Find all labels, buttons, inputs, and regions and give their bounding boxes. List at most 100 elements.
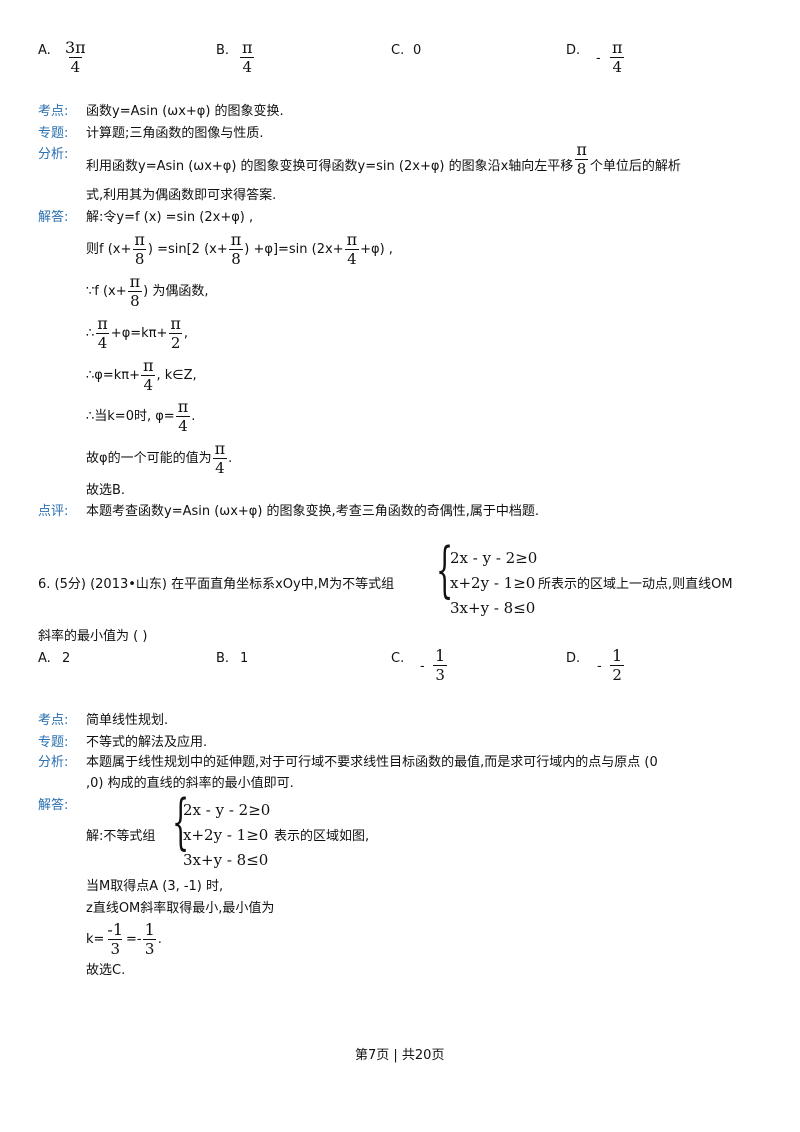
- q5-s4-den2: 2: [168, 333, 183, 352]
- q5-option-b-numerator: π: [242, 38, 253, 57]
- q6-solution-line5: 故选C.: [86, 963, 126, 978]
- q5-s6-num: π: [177, 397, 189, 416]
- q6-option-d-sign: -: [597, 659, 602, 674]
- q5-s4-den1: 4: [95, 333, 110, 352]
- q5-s7-num: π: [214, 439, 226, 458]
- q6-option-d-label: D.: [566, 651, 581, 666]
- q5-s2-num2: π: [230, 230, 242, 249]
- q6-solution-line1b: 表示的区域如图,: [274, 829, 370, 844]
- q6-solution-system-line1: 2x - y - 2≥0: [183, 801, 271, 819]
- q6-fenxi-line1: 本题属于线性规划中的延伸题,对于可行域不要求线性目标函数的最值,而是求可行域内的…: [86, 755, 658, 770]
- q5-s4-b: +φ=kπ+: [110, 326, 168, 341]
- q5-option-d-label: D.: [566, 43, 581, 58]
- q6-stem-c: 斜率的最小值为 ( ): [38, 629, 148, 644]
- q6-stem-a: 6. (5分) (2013•山东) 在平面直角坐标系xOy中,M为不等式组: [38, 577, 395, 592]
- q6-solution-system-line3: 3x+y - 8≤0: [183, 851, 269, 869]
- q6-solution-line3: z直线OM斜率取得最小,最小值为: [86, 901, 275, 916]
- q6-stem-b: 所表示的区域上一动点,则直线OM: [538, 577, 733, 592]
- q5-s2-den1: 8: [132, 249, 147, 268]
- q6-solution-line1a: 解:不等式组: [86, 829, 156, 844]
- q6-solution-line2: 当M取得点A (3, -1) 时,: [86, 879, 224, 894]
- q6-zhuanti-text: 不等式的解法及应用.: [86, 735, 208, 750]
- q5-zhuanti-text: 计算题;三角函数的图像与性质.: [86, 126, 264, 141]
- q5-s3-num: π: [129, 272, 141, 291]
- q6-system-line1: 2x - y - 2≥0: [450, 549, 538, 567]
- q6-option-d-fraction: 1 2: [610, 648, 624, 683]
- q5-s4-num1: π: [97, 314, 108, 333]
- q5-option-d-numerator: π: [612, 38, 623, 57]
- q5-option-d-denominator: 4: [610, 57, 625, 76]
- q6-fenxi-label: 分析:: [38, 755, 69, 770]
- q6-j4-num2: 1: [144, 920, 155, 939]
- q6-system-line2: x+2y - 1≥0: [450, 574, 536, 592]
- q5-option-c-label: C.: [391, 43, 405, 58]
- q5-s2-d: +φ) ,: [360, 242, 393, 257]
- q6-system-brace: {: [436, 535, 454, 605]
- q6-option-c-label: C.: [391, 651, 405, 666]
- page-footer: 第7页 | 共20页: [355, 1048, 445, 1063]
- q6-j4-b: =-: [126, 932, 142, 947]
- q5-s4-a: ∴: [86, 326, 95, 341]
- q6-option-c-denominator: 3: [433, 665, 447, 684]
- q6-option-b-value: 1: [240, 651, 249, 666]
- q6-option-c-sign: -: [420, 659, 425, 674]
- q5-jieda-label: 解答:: [38, 210, 69, 225]
- q5-fenxi-numerator: π: [576, 140, 587, 159]
- q5-kaodian-text: 函数y=Asin (ωx+φ) 的图象变换.: [86, 104, 284, 119]
- q5-solution-line8: 故选B.: [86, 483, 126, 498]
- q5-s3-den: 8: [128, 291, 142, 310]
- q5-fenxi-line1-b: 个单位后的解析: [589, 159, 681, 174]
- q5-fenxi-line1-a: 利用函数y=Asin (ωx+φ) 的图象变换可得函数y=sin (2x+φ) …: [86, 159, 574, 174]
- q5-option-a-label: A.: [38, 43, 51, 58]
- q6-option-c-numerator: 1: [435, 646, 446, 665]
- q5-s5-den: 4: [141, 375, 156, 394]
- q5-s2-b: ) =sin[2 (x+: [147, 242, 228, 257]
- q5-option-a-numerator: 3π: [65, 38, 86, 57]
- q5-s2-c: ) +φ]=sin (2x+: [244, 242, 344, 257]
- q5-solution-line1: 解:令y=f (x) =sin (2x+φ) ,: [86, 210, 254, 225]
- q6-option-d-denominator: 2: [610, 665, 624, 684]
- q6-system-line3: 3x+y - 8≤0: [450, 599, 536, 617]
- q6-j4-c: .: [157, 932, 162, 947]
- q6-option-a-label: A.: [38, 651, 51, 666]
- q6-fenxi-line2: ,0) 构成的直线的斜率的最小值即可.: [86, 776, 294, 791]
- q5-option-b-fraction: π 4: [240, 40, 255, 75]
- q6-option-b-label: B.: [216, 651, 230, 666]
- q5-s6-den: 4: [176, 416, 190, 435]
- q5-kaodian-label: 考点:: [38, 104, 69, 119]
- q6-j4-den1: 3: [108, 939, 122, 958]
- q5-option-b-label: B.: [216, 43, 230, 58]
- q5-option-d-fraction: π 4: [610, 40, 625, 75]
- q5-dianping-label: 点评:: [38, 504, 69, 519]
- q5-s2-num3: π: [346, 230, 358, 249]
- q6-zhuanti-label: 专题:: [38, 735, 69, 750]
- q5-fenxi-line2: 式,利用其为偶函数即可求得答案.: [86, 188, 277, 203]
- q5-s5-b: , k∈Z,: [156, 368, 197, 383]
- q5-s2-den2: 8: [229, 249, 243, 268]
- q5-option-d-sign: -: [596, 51, 601, 66]
- q5-option-a-fraction: 3π 4: [63, 40, 88, 75]
- q5-option-c-value: 0: [413, 43, 422, 58]
- q5-zhuanti-label: 专题:: [38, 126, 69, 141]
- q5-s4-c: ,: [183, 326, 189, 341]
- q6-kaodian-text: 简单线性规划.: [86, 713, 169, 728]
- q6-solution-system-line2: x+2y - 1≥0: [183, 826, 269, 844]
- q5-dianping-text: 本题考查函数y=Asin (ωx+φ) 的图象变换,考查三角函数的奇偶性,属于中…: [86, 504, 539, 519]
